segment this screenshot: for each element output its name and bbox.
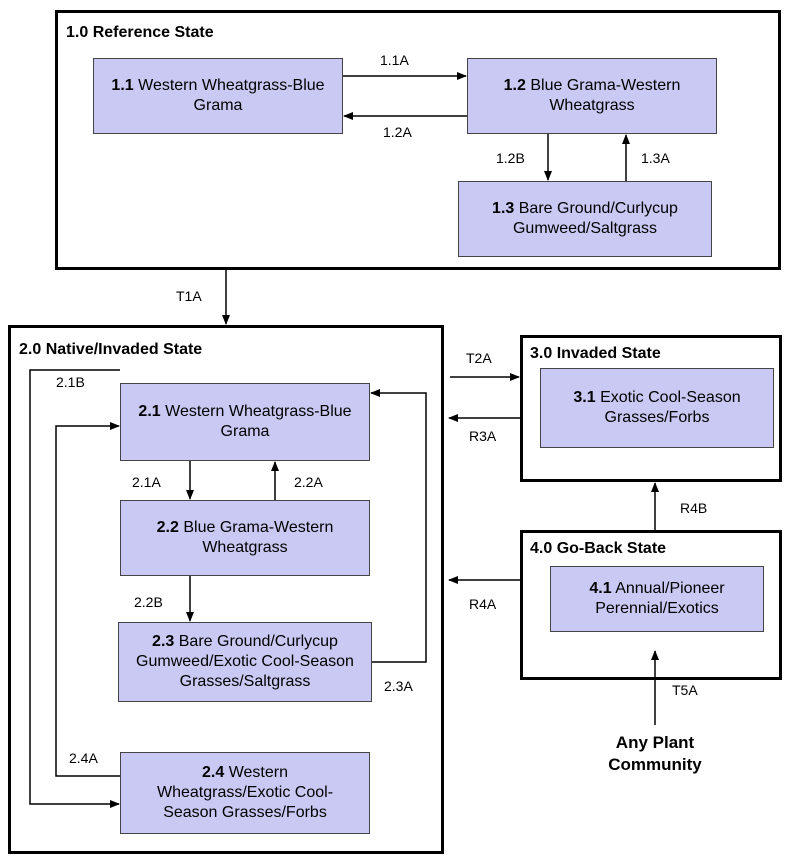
community-label: Exotic Cool-Season Grasses/Forbs <box>600 389 741 426</box>
community-label: Annual/Pioneer Perennial/Exotics <box>595 580 725 617</box>
arrow-2-1B <box>29 369 120 808</box>
community-number: 4.1 <box>589 580 612 597</box>
community-number: 2.1 <box>138 403 161 420</box>
state-2-title: 2.0 Native/Invaded State <box>19 341 203 358</box>
label-2-4A: 2.4A <box>69 750 98 766</box>
community-label: Bare Ground/Curlycup Gumweed/Exotic Cool… <box>136 633 354 690</box>
label-2-1A: 2.1A <box>132 474 161 490</box>
label-R4A: R4A <box>469 596 497 612</box>
label-2-3A: 2.3A <box>384 678 413 694</box>
label-R4B: R4B <box>680 500 708 516</box>
community-2-4: 2.4 Western Wheatgrass/Exotic Cool-Seaso… <box>120 752 370 834</box>
community-number: 3.1 <box>573 389 596 406</box>
label-T1A: T1A <box>176 288 202 304</box>
label-2-1B: 2.1B <box>56 374 85 390</box>
community-1-2: 1.2 Blue Grama-Western Wheatgrass <box>467 58 717 134</box>
community-1-3: 1.3 Bare Ground/Curlycup Gumweed/Saltgra… <box>458 181 712 257</box>
community-number: 2.3 <box>152 633 175 650</box>
community-4-1: 4.1 Annual/Pioneer Perennial/Exotics <box>550 566 764 632</box>
community-label: Western Wheatgrass-Blue Grama <box>138 77 325 114</box>
any-plant-community-line1: Any Plant <box>615 733 695 752</box>
state-1-title: 1.0 Reference State <box>66 24 214 41</box>
community-label: Blue Grama-Western Wheatgrass <box>530 77 681 114</box>
community-number: 2.2 <box>156 519 179 536</box>
label-T5A: T5A <box>672 682 698 698</box>
state-4-title: 4.0 Go-Back State <box>530 540 667 557</box>
community-2-2: 2.2 Blue Grama-Western Wheatgrass <box>120 500 370 576</box>
any-plant-community-line2: Community <box>608 755 702 774</box>
label-1-2A: 1.2A <box>383 124 412 140</box>
community-1-1: 1.1 Western Wheatgrass-Blue Grama <box>93 58 343 134</box>
community-2-1: 2.1 Western Wheatgrass-Blue Grama <box>120 383 370 461</box>
label-1-2B: 1.2B <box>496 150 525 166</box>
state-3-title: 3.0 Invaded State <box>530 345 661 362</box>
label-T2A: T2A <box>466 350 492 366</box>
arrow-2-3A <box>370 389 427 663</box>
community-number: 2.4 <box>202 764 225 781</box>
label-R3A: R3A <box>469 428 497 444</box>
label-2-2B: 2.2B <box>134 594 163 610</box>
community-3-1: 3.1 Exotic Cool-Season Grasses/Forbs <box>540 368 774 448</box>
community-number: 1.1 <box>111 77 134 94</box>
community-label: Western Wheatgrass-Blue Grama <box>165 403 352 440</box>
community-label: Blue Grama-Western Wheatgrass <box>183 519 334 556</box>
community-2-3: 2.3 Bare Ground/Curlycup Gumweed/Exotic … <box>118 622 372 702</box>
arrow-2-4A <box>55 422 120 777</box>
community-label: Western Wheatgrass/Exotic Cool-Season Gr… <box>156 764 334 821</box>
label-2-2A: 2.2A <box>294 474 323 490</box>
label-1-1A: 1.1A <box>380 52 409 68</box>
community-number: 1.3 <box>492 200 515 217</box>
community-number: 1.2 <box>503 77 526 94</box>
any-plant-community: Any Plant Community <box>588 732 722 776</box>
label-1-3A: 1.3A <box>641 150 670 166</box>
community-label: Bare Ground/Curlycup Gumweed/Saltgrass <box>512 200 678 237</box>
